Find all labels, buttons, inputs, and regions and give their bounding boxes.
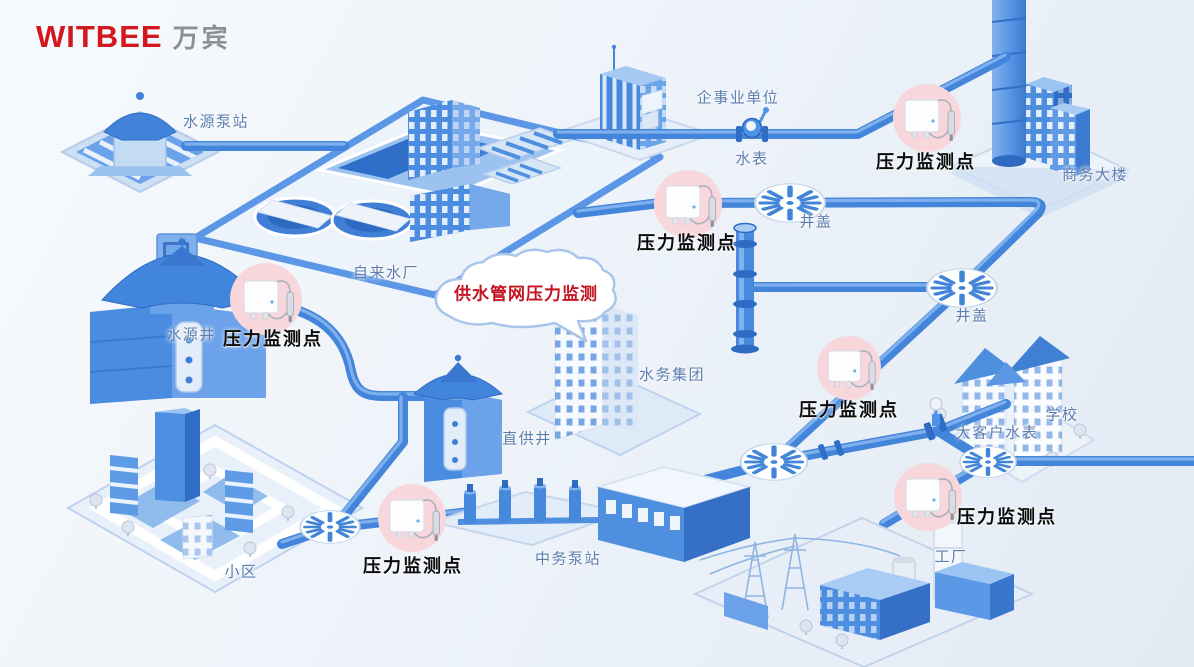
label-business-building: 商务大楼	[1061, 166, 1129, 184]
diagram-title: 供水管网压力监测	[454, 284, 598, 304]
pressure-sensor-device	[654, 170, 722, 238]
label-source-pump-station: 水源泵站	[182, 113, 250, 131]
brand-logo-cn: 万宾	[172, 23, 231, 53]
water-meter-device	[736, 107, 769, 142]
label-community: 小区	[224, 563, 258, 581]
manhole-cover	[300, 511, 360, 544]
label-water-source-well: 水源井	[166, 326, 216, 344]
label-manhole-2: 井盖	[955, 307, 989, 325]
label-direct-supply-well: 直供井	[502, 430, 552, 448]
factory	[692, 515, 1035, 667]
label-monitor-point-6: 压力监测点	[363, 556, 463, 576]
pipe-fittings	[300, 107, 1016, 543]
label-enterprise-unit: 企事业单位	[696, 89, 780, 107]
source-pump-station	[59, 92, 221, 194]
label-school: 学校	[1045, 406, 1079, 424]
manhole-cover	[960, 447, 1016, 478]
community	[65, 408, 365, 594]
label-factory: 工厂	[934, 548, 968, 566]
label-monitor-point-3: 压力监测点	[223, 329, 323, 349]
label-water-meter: 水表	[735, 150, 769, 168]
label-monitor-point-4: 压力监测点	[799, 400, 899, 420]
label-water-plant: 自来水厂	[352, 264, 420, 282]
label-monitor-point-1: 压力监测点	[876, 152, 976, 172]
label-water-group: 水务集团	[638, 366, 706, 384]
brand-logo-en: WITBEE	[36, 19, 163, 54]
brand-logo: WITBEE 万宾	[36, 18, 231, 55]
riser-pipe	[731, 222, 759, 354]
pressure-sensor-device	[894, 463, 962, 531]
water-source-well	[89, 233, 266, 404]
pressure-sensor-device	[893, 84, 961, 152]
manhole-cover	[927, 269, 997, 308]
pressure-monitor-points	[230, 84, 962, 552]
label-mid-pump-station: 中务泵站	[534, 550, 602, 568]
manhole-cover	[741, 444, 808, 481]
label-monitor-point-5: 压力监测点	[957, 507, 1057, 527]
label-manhole-1: 井盖	[799, 213, 833, 231]
direct-supply-well	[412, 354, 504, 482]
mid-pump-station	[428, 465, 754, 562]
pressure-sensor-device	[378, 484, 446, 552]
chimney-and-business-towers	[949, 0, 1131, 218]
large-customer-meter-device	[923, 397, 948, 441]
label-monitor-point-2: 压力监测点	[637, 233, 737, 253]
label-large-customer-meter: 大客户水表	[955, 424, 1039, 442]
title-cloud	[434, 248, 617, 343]
pressure-sensor-device	[817, 336, 881, 400]
pressure-sensor-device	[230, 263, 302, 335]
